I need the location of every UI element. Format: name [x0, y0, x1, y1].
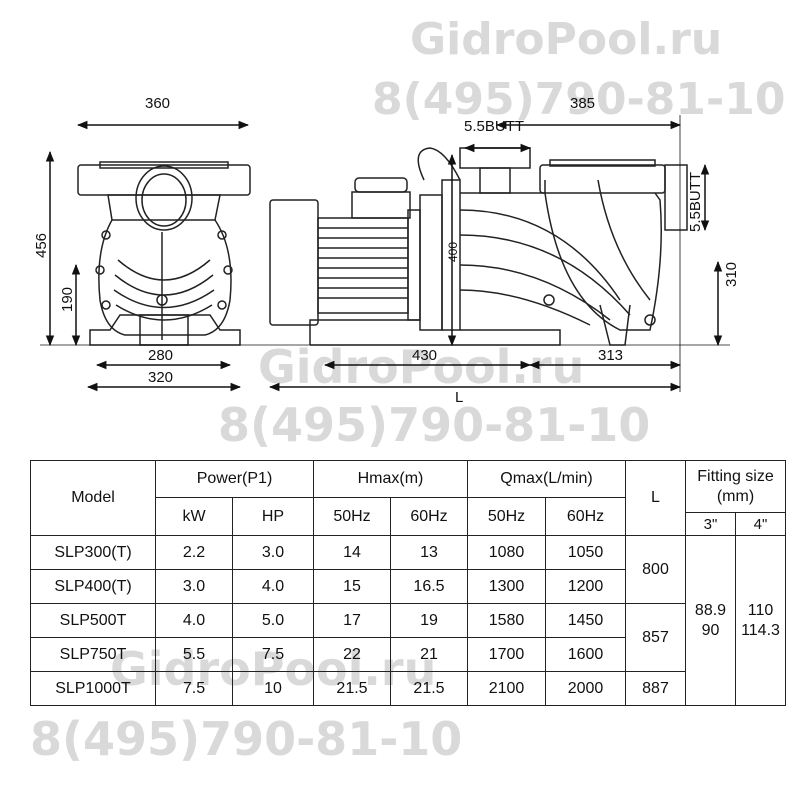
cell-l: 887	[625, 671, 686, 706]
cell-model: SLP750T	[30, 637, 156, 672]
cell-h50: 14	[313, 535, 391, 570]
header-qmax-60: 60Hz	[545, 497, 626, 536]
cell-model: SLP500T	[30, 603, 156, 638]
cell-kw: 5.5	[155, 637, 233, 672]
dim-L: L	[455, 389, 463, 406]
cell-h60: 16.5	[390, 569, 468, 604]
cell-h50: 21.5	[313, 671, 391, 706]
dim-outlet-butt: 5.5BUTT	[687, 172, 704, 232]
dim-190: 190	[59, 287, 76, 312]
cell-hp: 4.0	[232, 569, 314, 604]
header-qmax-50: 50Hz	[467, 497, 546, 536]
cell-fit-4: 110 114.3	[735, 535, 786, 706]
watermark-phone: 8(495)790-81-10	[372, 74, 786, 125]
dim-320: 320	[148, 369, 173, 386]
cell-q60: 1200	[545, 569, 626, 604]
front-view	[77, 161, 251, 346]
header-l: L	[625, 460, 686, 536]
watermark-phone: 8(495)790-81-10	[30, 712, 463, 766]
cell-model: SLP300(T)	[30, 535, 156, 570]
cell-q50: 1580	[467, 603, 546, 638]
dim-310: 310	[723, 262, 740, 287]
cell-h60: 21	[390, 637, 468, 672]
header-hmax-60: 60Hz	[390, 497, 468, 536]
cell-h60: 19	[390, 603, 468, 638]
dim-inlet-butt: 5.5BUTT	[464, 118, 524, 135]
cell-hp: 3.0	[232, 535, 314, 570]
cell-q50: 1080	[467, 535, 546, 570]
cell-hp: 10	[232, 671, 314, 706]
header-model: Model	[30, 460, 156, 536]
cell-q60: 2000	[545, 671, 626, 706]
header-hmax-50: 50Hz	[313, 497, 391, 536]
cell-model: SLP1000T	[30, 671, 156, 706]
table-row: SLP300(T) 2.2 3.0 14 13 1080 1050 800 88…	[30, 535, 786, 706]
header-fit-3: 3"	[685, 512, 736, 536]
cell-h60: 21.5	[390, 671, 468, 706]
table-row: SLP400(T) 3.0 4.0 15 16.5 1300 1200	[30, 569, 786, 604]
dim-456: 456	[33, 233, 50, 258]
dim-430: 430	[412, 347, 437, 364]
header-qmax: Qmax(L/min)	[467, 460, 626, 498]
cell-h50: 22	[313, 637, 391, 672]
dim-400: 400	[446, 242, 460, 262]
dim-360: 360	[145, 95, 170, 112]
header-hp: HP	[232, 497, 314, 536]
cell-kw: 2.2	[155, 535, 233, 570]
watermark-phone: 8(495)790-81-10	[218, 398, 651, 452]
cell-kw: 4.0	[155, 603, 233, 638]
side-view	[269, 147, 688, 346]
cell-q60: 1050	[545, 535, 626, 570]
cell-q50: 1300	[467, 569, 546, 604]
watermark-site: GidroPool.ru	[410, 14, 723, 65]
cell-fit-3: 88.9 90	[685, 535, 736, 706]
cell-l: 800	[625, 535, 686, 604]
cell-model: SLP400(T)	[30, 569, 156, 604]
table-row: SLP1000T 7.5 10 21.5 21.5 2100 2000 887	[30, 671, 786, 706]
cell-q60: 1450	[545, 603, 626, 638]
cell-h50: 17	[313, 603, 391, 638]
cell-kw: 3.0	[155, 569, 233, 604]
dim-280: 280	[148, 347, 173, 364]
header-fitting: Fitting size (mm)	[685, 460, 786, 513]
pump-drawing: 360 456 190 280 320 385 5.5BUTT 5.5BUTT …	[33, 95, 740, 406]
cell-l: 857	[625, 603, 686, 672]
dimension-lines	[40, 115, 730, 392]
cell-q50: 1700	[467, 637, 546, 672]
dim-385: 385	[570, 95, 595, 112]
spec-table: Model Power(P1) Hmax(m) Qmax(L/min) L Fi…	[30, 460, 786, 706]
header-hmax: Hmax(m)	[313, 460, 468, 498]
cell-kw: 7.5	[155, 671, 233, 706]
cell-q50: 2100	[467, 671, 546, 706]
cell-hp: 5.0	[232, 603, 314, 638]
cell-q60: 1600	[545, 637, 626, 672]
cell-hp: 7.5	[232, 637, 314, 672]
header-fit-4: 4"	[735, 512, 786, 536]
table-row: SLP500T 4.0 5.0 17 19 1580 1450 857	[30, 603, 786, 672]
cell-h60: 13	[390, 535, 468, 570]
header-power: Power(P1)	[155, 460, 314, 498]
cell-h50: 15	[313, 569, 391, 604]
header-kw: kW	[155, 497, 233, 536]
dim-313: 313	[598, 347, 623, 364]
